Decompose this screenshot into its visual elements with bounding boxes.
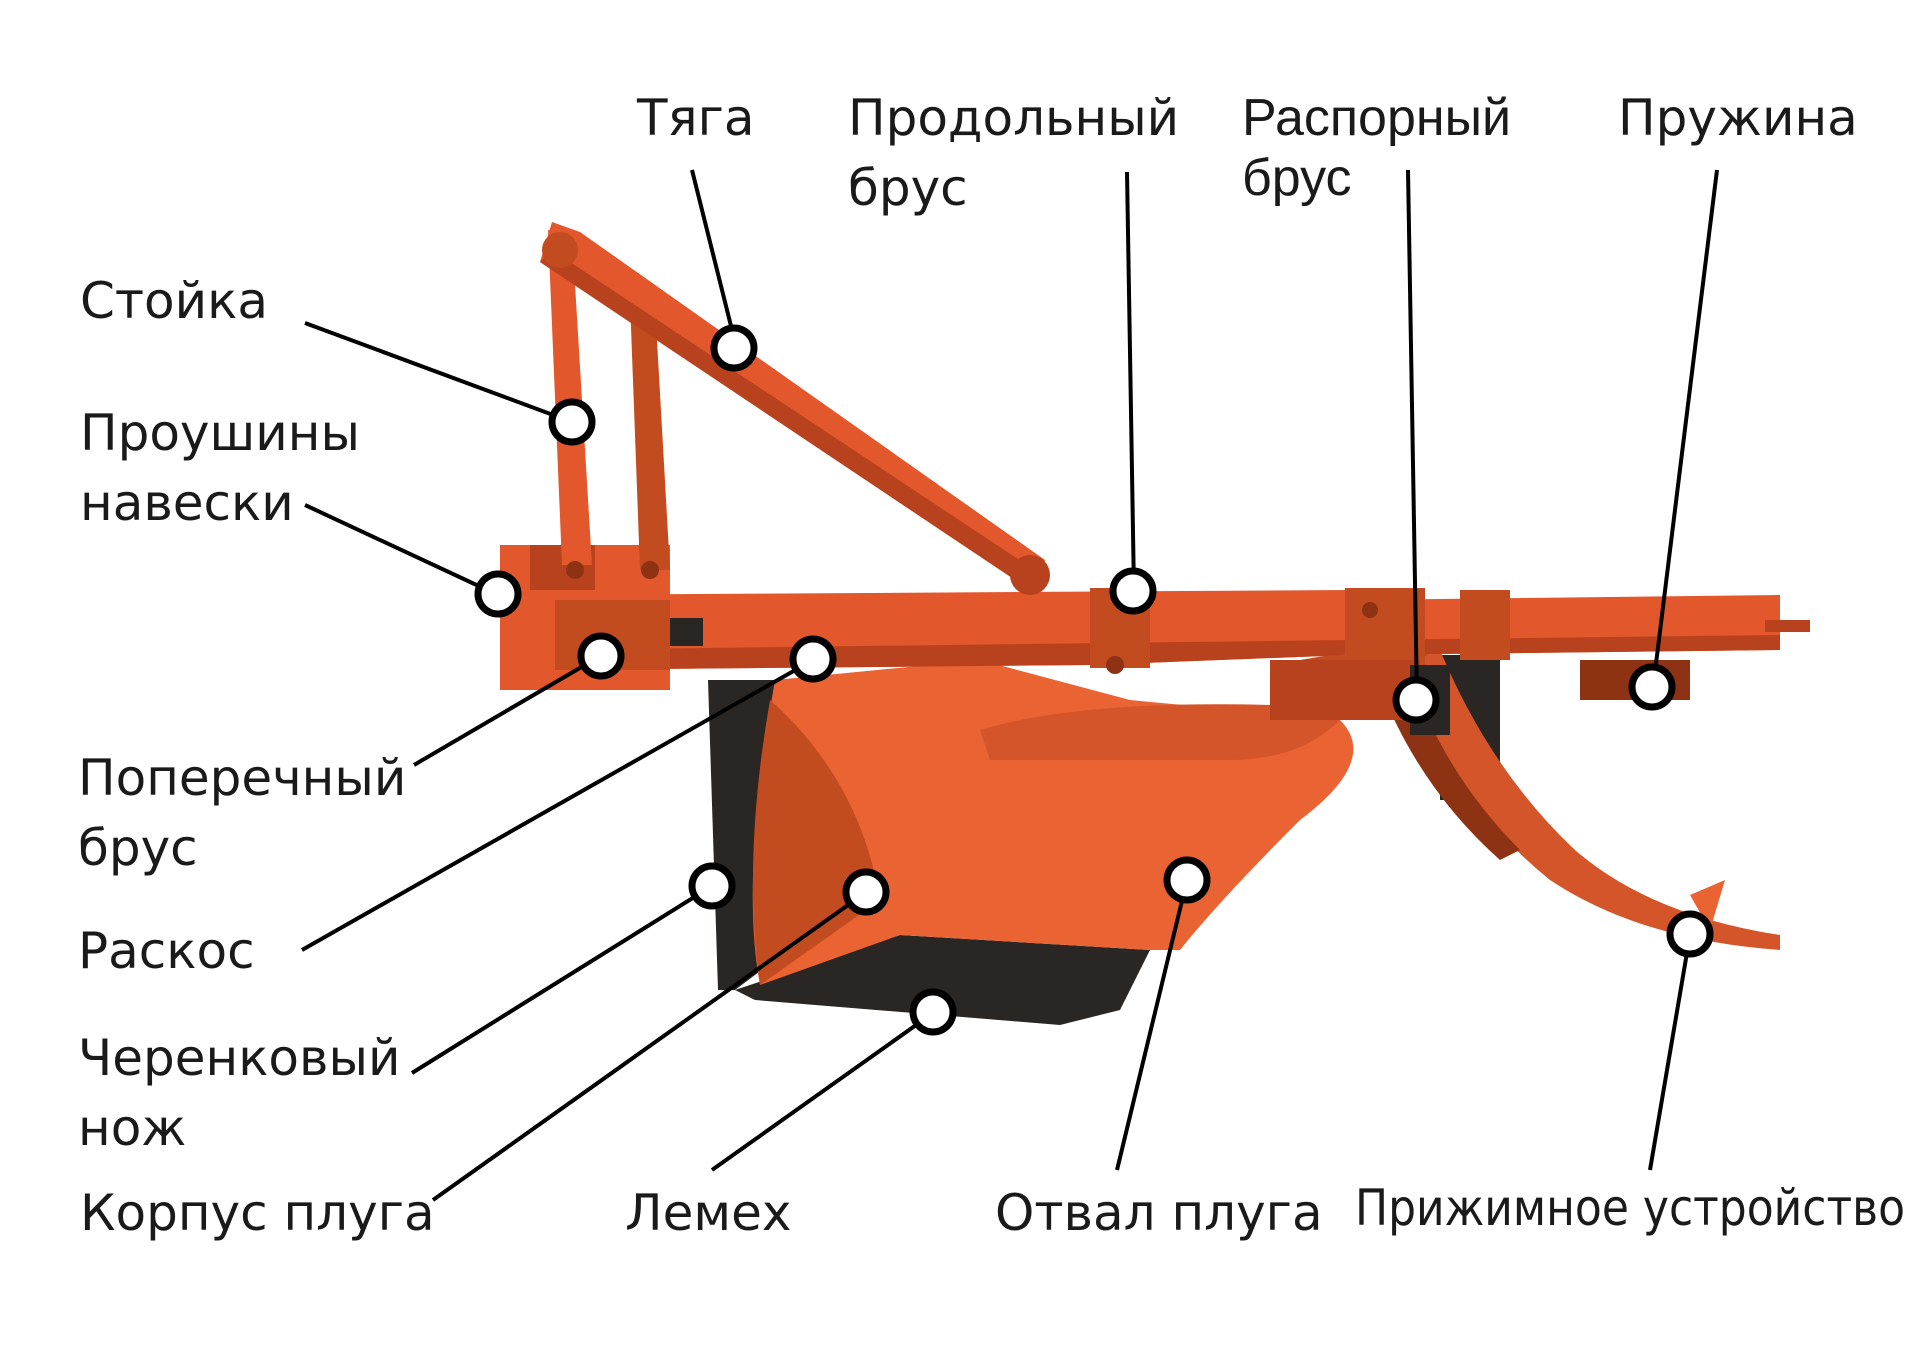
label-tyaga: Тяга	[636, 89, 755, 147]
label-korpus: Корпус плуга	[80, 1184, 435, 1242]
label-poperech-line1: Поперечный	[78, 749, 406, 807]
label-raspor-line1: Распорный	[1242, 89, 1511, 147]
label-proush-line1: Проушины	[80, 404, 360, 462]
plow-illustration	[500, 222, 1810, 1025]
label-proush-line2: навески	[80, 474, 294, 532]
marker-cherenk	[688, 862, 736, 910]
leader-lemekh	[710, 1011, 935, 1172]
leader-prizhim	[1648, 934, 1692, 1171]
leader-raskos	[301, 658, 814, 952]
tine-tip	[1690, 880, 1725, 930]
label-cherenk-line1: Черенковый	[78, 1029, 400, 1087]
label-cherenk-line2: нож	[78, 1099, 186, 1157]
markers	[474, 324, 1714, 1036]
leader-korpus	[431, 891, 867, 1202]
leader-poperech	[412, 653, 604, 767]
label-prizhim: Прижимное устройство	[1355, 1179, 1905, 1237]
link-bar-shade	[540, 250, 1045, 590]
labels: Тяга Продольный брус Распорный брус Пруж…	[78, 89, 1905, 1242]
mast-left	[548, 230, 592, 565]
marker-lemekh	[909, 988, 957, 1036]
label-lemekh: Лемех	[625, 1184, 791, 1242]
moldboard-shade	[752, 700, 880, 985]
leader-proush	[304, 503, 499, 597]
mast-right	[630, 300, 670, 570]
label-poperech-line2: брус	[78, 819, 198, 877]
leader-otval	[1115, 879, 1189, 1171]
leader-raspor	[1406, 169, 1419, 701]
label-raskos: Раскос	[78, 922, 255, 980]
label-stoyka: Стойка	[80, 272, 268, 330]
marker-otval	[1163, 856, 1211, 904]
label-pruzhina: Пружина	[1618, 89, 1858, 147]
leader-cherenk	[410, 884, 714, 1075]
leader-prodolny	[1125, 171, 1136, 593]
leader-pruzhina	[1651, 169, 1719, 689]
bolt	[1106, 656, 1124, 674]
marker-raspor	[1392, 676, 1440, 724]
link-top-pin	[542, 232, 578, 268]
marker-stoyka	[548, 398, 596, 446]
marker-prizhim	[1666, 910, 1714, 958]
bolt	[1362, 602, 1378, 618]
marker-korpus	[842, 868, 890, 916]
marker-poperech	[577, 632, 625, 680]
leader-tyaga	[690, 169, 739, 351]
link-bottom-pin	[1010, 555, 1050, 595]
label-prodolny-line2: брус	[848, 159, 968, 217]
leader-lines	[301, 169, 1719, 1202]
marker-raskos	[789, 635, 837, 683]
beam-joint-2	[1345, 588, 1425, 668]
label-prodolny-line1: Продольный	[848, 89, 1179, 147]
label-raspor-line2: брус	[1242, 149, 1352, 207]
moldboard-top	[980, 704, 1340, 760]
marker-proush	[474, 570, 522, 618]
nameplate	[668, 618, 703, 646]
marker-pruzhina	[1628, 663, 1676, 711]
bolt	[641, 561, 659, 579]
marker-prodolny	[1109, 567, 1157, 615]
marker-tyaga	[710, 324, 758, 372]
beam-tip	[1765, 620, 1810, 632]
plow-share	[735, 935, 1150, 1025]
leader-stoyka	[304, 321, 573, 424]
label-otval: Отвал плуга	[995, 1184, 1323, 1242]
beam-joint-3	[1460, 590, 1510, 660]
bolt	[566, 561, 584, 579]
